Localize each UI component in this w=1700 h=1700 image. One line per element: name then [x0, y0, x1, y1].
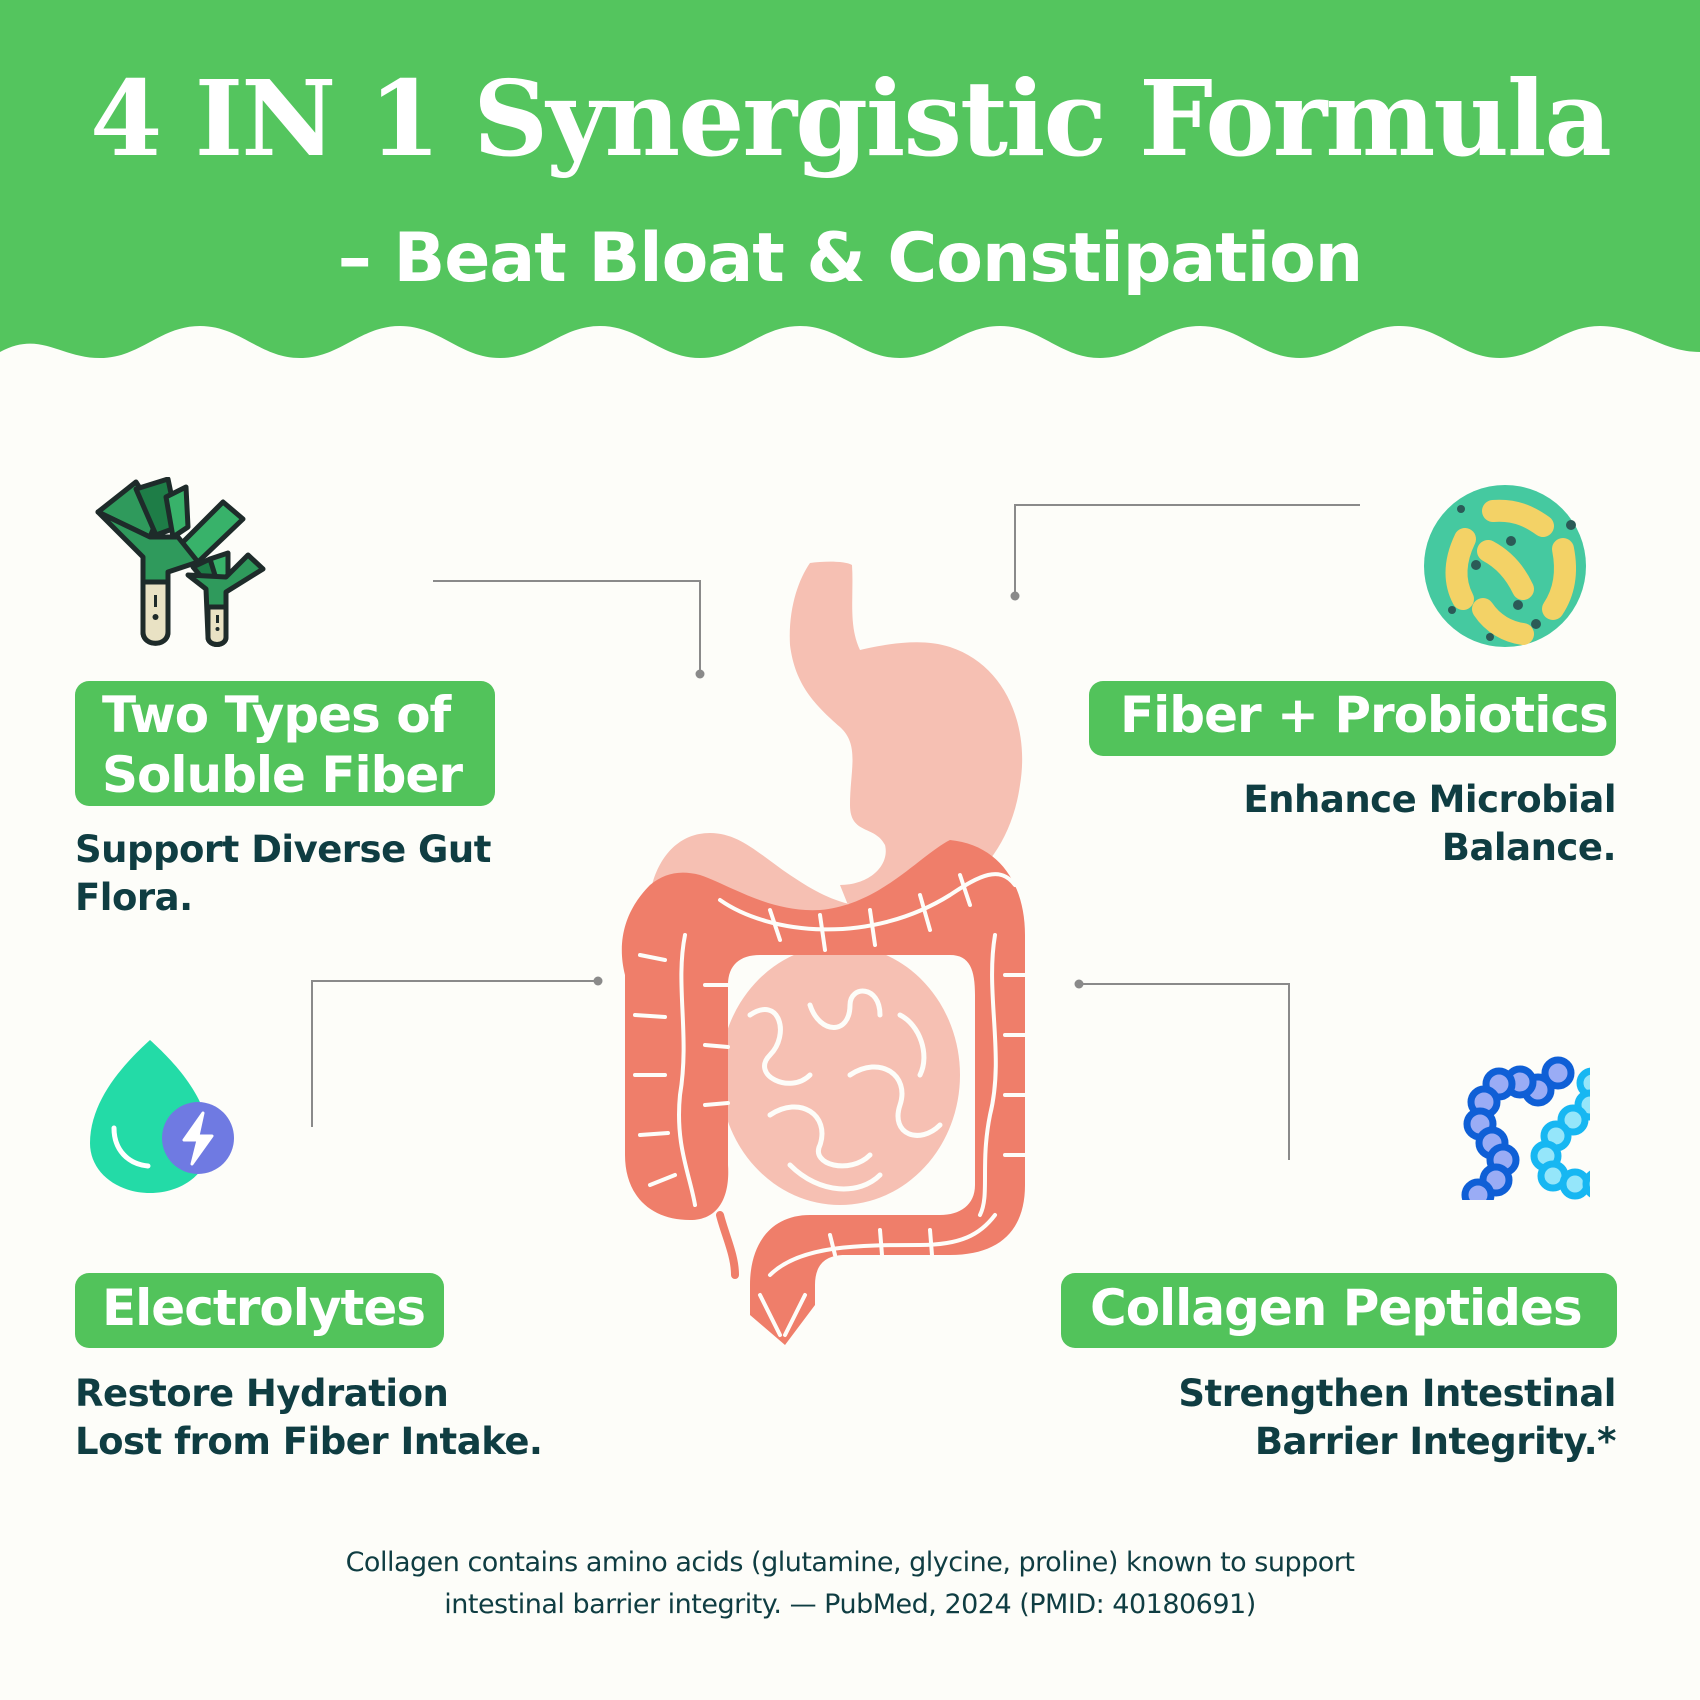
description-line: Restore Hydration: [75, 1372, 449, 1415]
description-line: Balance.: [1441, 826, 1617, 869]
leek-icon: [95, 477, 266, 647]
description-line: Barrier Integrity.*: [1254, 1420, 1617, 1463]
peptide-chain-icon: [1461, 1056, 1590, 1200]
badge-line: Two Types of: [102, 686, 451, 744]
badge-electrolytes: Electrolytes: [75, 1273, 444, 1348]
description-line: Lost from Fiber Intake.: [75, 1420, 543, 1463]
badge-line: Collagen Peptides: [1090, 1279, 1583, 1337]
water-drop-lightning-icon: [90, 1040, 234, 1193]
description-line: Strengthen Intestinal: [1178, 1372, 1616, 1415]
badge-line: Electrolytes: [102, 1279, 426, 1337]
description-soluble-fiber: Support Diverse Gut Flora.: [75, 826, 555, 922]
connector-soluble-fiber: [433, 580, 701, 674]
connector-fiber-probiotics: [1014, 504, 1360, 596]
description-collagen-peptides: Strengthen Intestinal Barrier Integrity.…: [1060, 1370, 1616, 1466]
digestive-system-illustration: [621, 561, 1027, 1345]
description-electrolytes: Restore Hydration Lost from Fiber Intake…: [75, 1370, 595, 1466]
badge-line: Fiber + Probiotics: [1120, 686, 1609, 744]
badge-line: Soluble Fiber: [102, 746, 463, 804]
description-line: Support Diverse Gut: [75, 828, 491, 871]
connector-electrolytes: [311, 980, 598, 1127]
description-line: Flora.: [75, 876, 193, 919]
badge-collagen-peptides: Collagen Peptides: [1061, 1273, 1617, 1348]
description-line: Enhance Microbial: [1243, 778, 1616, 821]
badge-soluble-fiber: Two Types of Soluble Fiber: [75, 681, 495, 806]
bacteria-icon: [1424, 485, 1586, 647]
header-banner: 4 IN 1 Synergistic Formula – Beat Bloat …: [0, 0, 1700, 380]
footnote-line: intestinal barrier integrity. — PubMed, …: [444, 1589, 1256, 1620]
badge-fiber-probiotics: Fiber + Probiotics: [1089, 681, 1616, 756]
description-fiber-probiotics: Enhance Microbial Balance.: [1100, 776, 1616, 872]
wave-banner-background: [0, 0, 1700, 358]
citation-footnote: Collagen contains amino acids (glutamine…: [0, 1542, 1700, 1626]
connector-collagen: [1079, 983, 1290, 1160]
page-title: 4 IN 1 Synergistic Formula: [90, 57, 1612, 180]
page-subtitle: – Beat Bloat & Constipation: [337, 219, 1363, 298]
footnote-line: Collagen contains amino acids (glutamine…: [345, 1547, 1355, 1578]
